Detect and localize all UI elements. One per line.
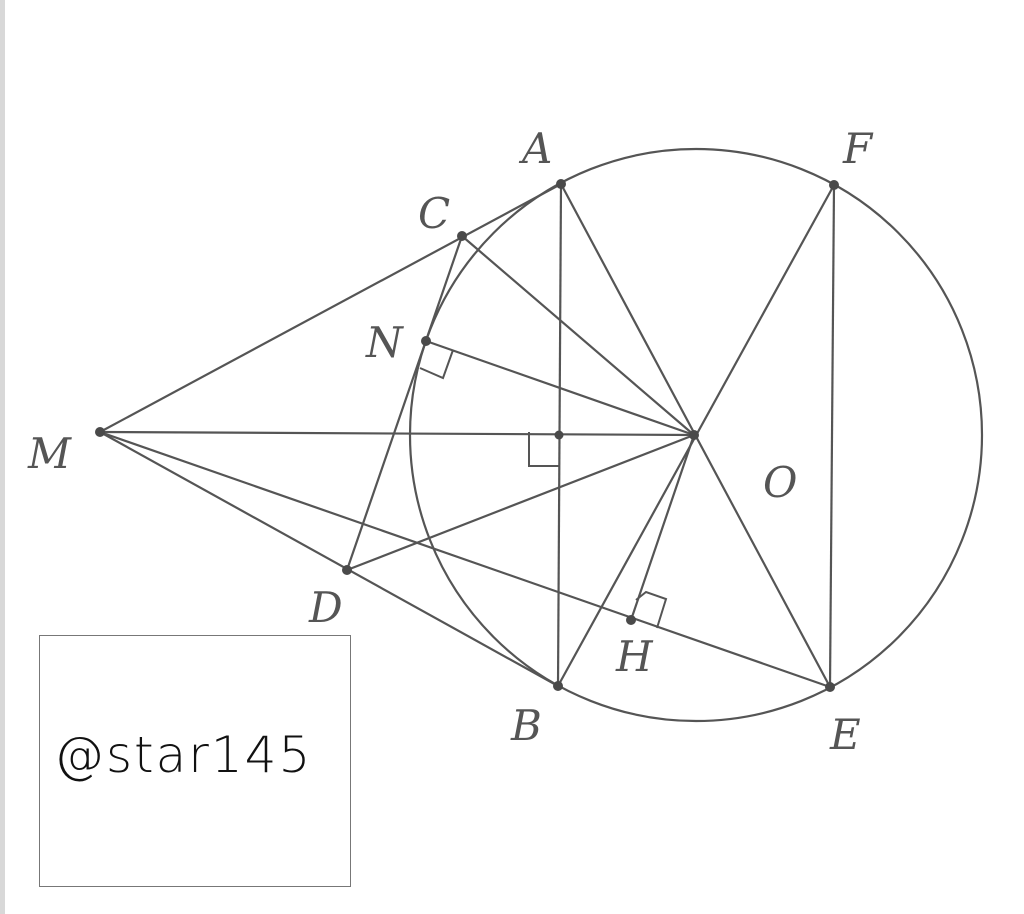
chord-fe	[828, 184, 836, 688]
point-ab-mo-intersection	[554, 430, 564, 440]
segment-do	[346, 433, 695, 572]
label-n: N	[365, 318, 404, 367]
segment-me	[99, 430, 831, 689]
point-c	[457, 231, 467, 241]
segment-oh	[629, 434, 696, 621]
point-e	[825, 682, 835, 692]
right-angle-mark-h	[635, 590, 668, 629]
point-m	[95, 427, 105, 437]
label-m: M	[27, 429, 72, 478]
circle-o	[408, 147, 984, 723]
segment-ma	[99, 183, 562, 433]
label-d: D	[308, 583, 343, 632]
label-h: H	[615, 632, 654, 681]
point-b	[553, 681, 563, 691]
segment-mb	[99, 431, 559, 687]
point-d	[342, 565, 352, 575]
label-o: O	[763, 458, 797, 507]
point-o	[689, 430, 699, 440]
right-angle-mark-n	[419, 349, 454, 380]
point-n	[421, 336, 431, 346]
tangent-cd	[345, 235, 464, 571]
right-angle-mark-ab-mo	[528, 432, 559, 467]
watermark-text: @star145	[54, 726, 313, 784]
label-a: A	[518, 124, 552, 173]
label-c: C	[418, 189, 450, 238]
segment-co	[461, 235, 695, 436]
label-b: B	[510, 701, 542, 750]
point-h	[626, 615, 636, 625]
segment-mo	[99, 430, 695, 437]
point-f	[829, 180, 839, 190]
label-f: F	[842, 124, 874, 173]
point-a	[556, 179, 566, 189]
segment-no	[425, 339, 695, 437]
watermark-box: @star145	[39, 635, 351, 887]
label-e: E	[829, 710, 861, 759]
page-edge	[0, 0, 5, 914]
